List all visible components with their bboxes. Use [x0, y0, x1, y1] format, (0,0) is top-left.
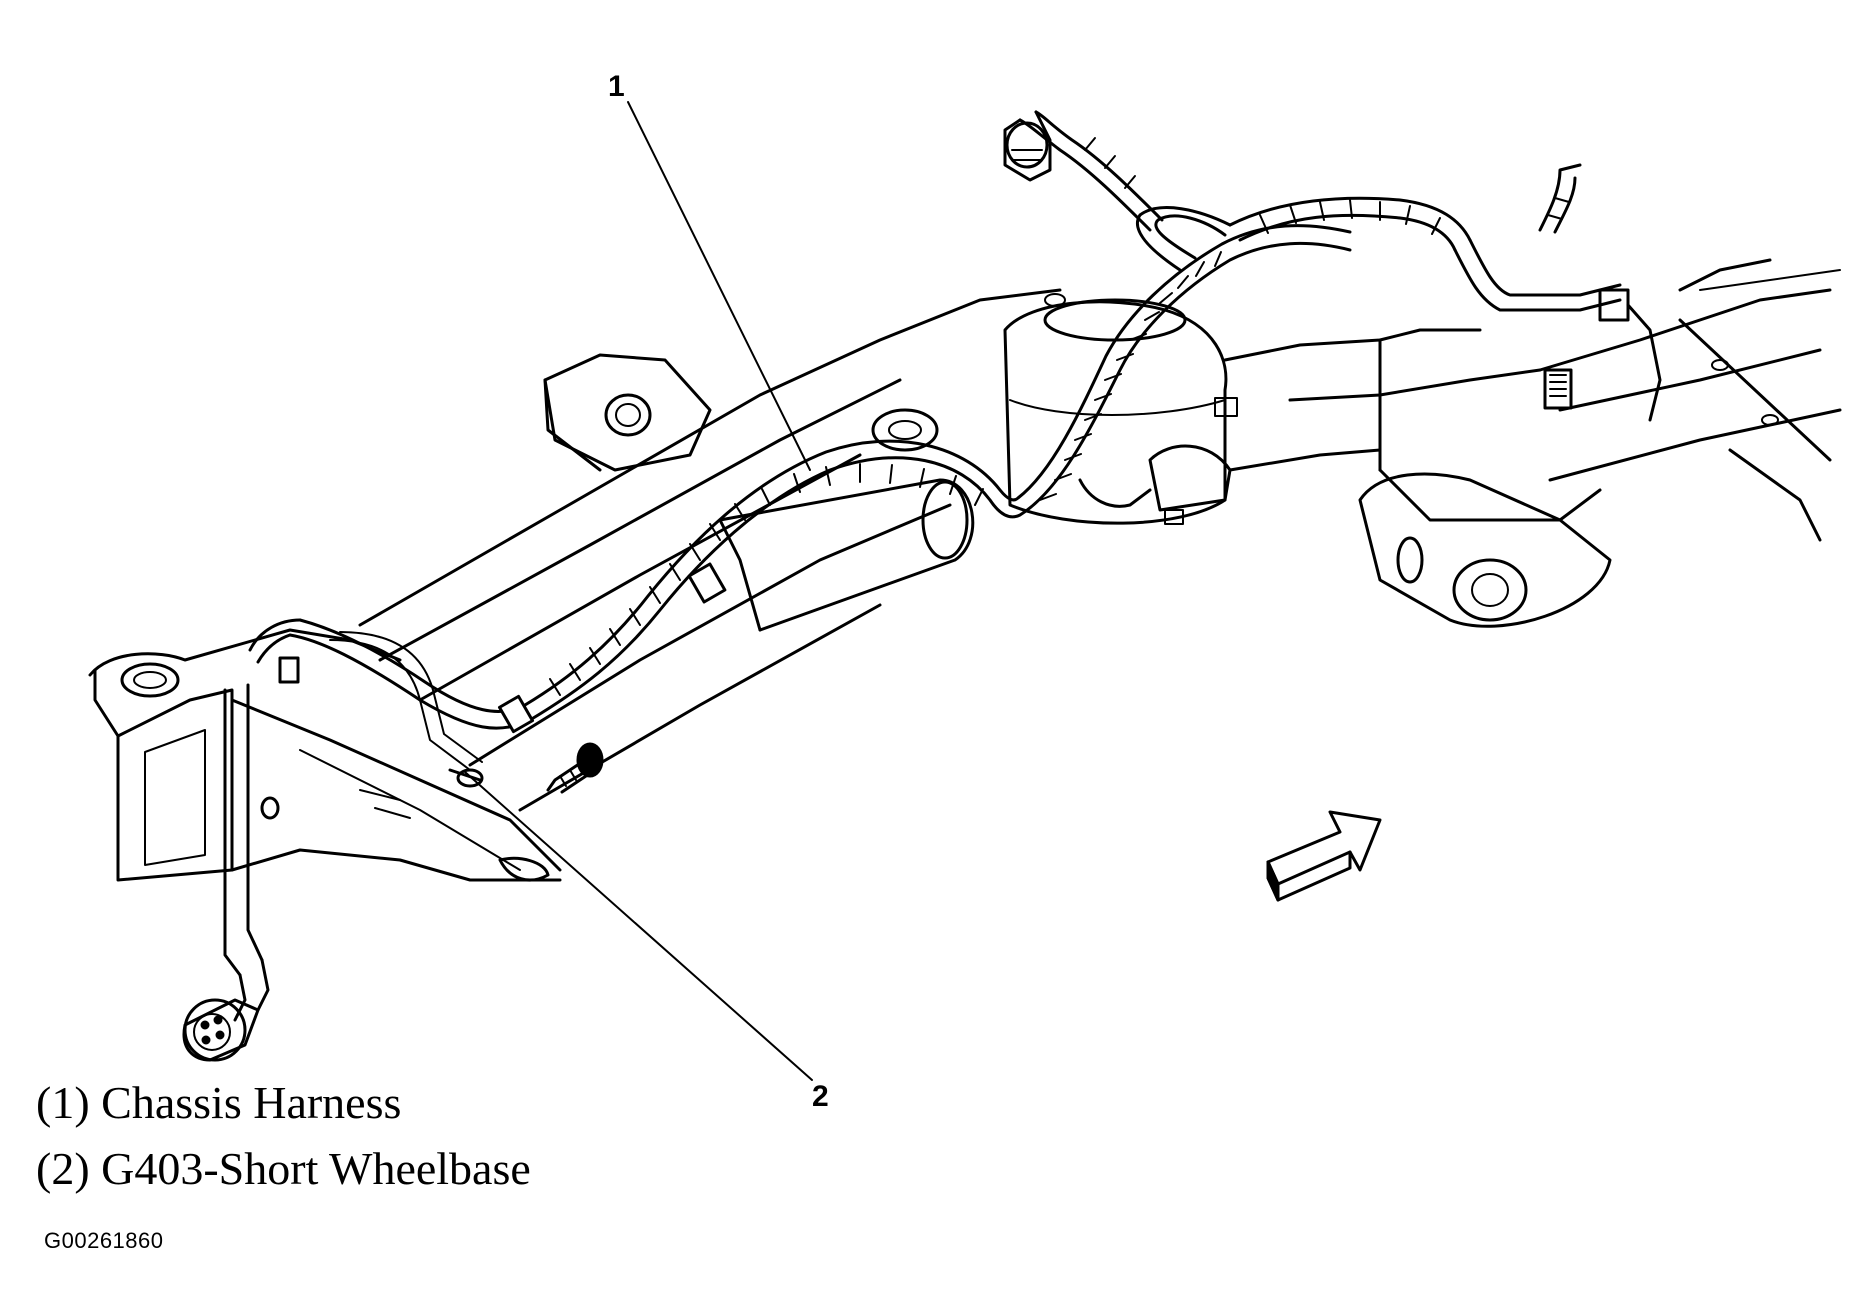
legend: (1) Chassis Harness (2) G403-Short Wheel… [36, 1070, 531, 1202]
callout-leaders [464, 101, 813, 1081]
callout-1-leader [627, 101, 811, 471]
ground-bolt [448, 742, 604, 794]
figure-id: G00261860 [44, 1228, 164, 1253]
callout-2-number: 2 [812, 1080, 829, 1113]
center-crossmember [543, 258, 1842, 632]
legend-item-chassis-harness: (1) Chassis Harness [36, 1077, 402, 1128]
top-connector [1003, 110, 1052, 182]
frame-rail [358, 288, 1062, 812]
bottom-connector [182, 958, 270, 1062]
forward-arrow-icon [1266, 810, 1382, 902]
legend-item-g403: (2) G403-Short Wheelbase [36, 1143, 531, 1194]
front-crossmember [88, 628, 562, 977]
chassis-harness [248, 110, 1662, 771]
callout-1-number: 1 [608, 70, 625, 103]
callout-2-leader [464, 771, 813, 1081]
